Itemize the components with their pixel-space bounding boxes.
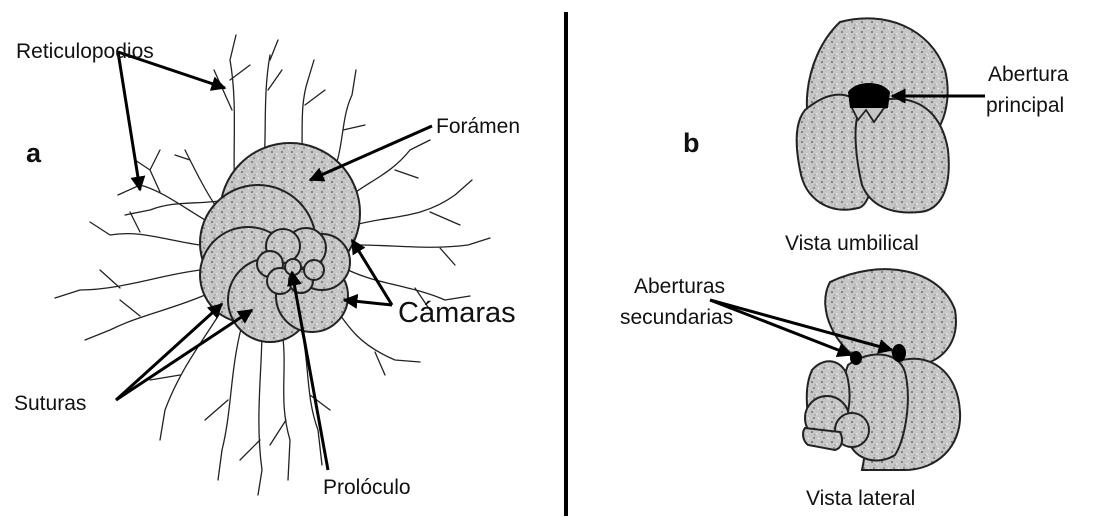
arrow-camaras-2 bbox=[344, 300, 392, 305]
shell-test bbox=[200, 143, 360, 342]
arrow-reticulopodios-2 bbox=[118, 52, 140, 190]
label-vista-lateral: Vista lateral bbox=[806, 487, 915, 510]
panel-b: b Abertura principal Vista umbilical Ab bbox=[620, 18, 1069, 510]
chamber bbox=[304, 260, 324, 280]
panel-a: a Reticulopodios Forámen Cámaras Suturas… bbox=[14, 35, 520, 499]
label-aberturas-line2: secundarias bbox=[620, 306, 733, 329]
label-foramen: Forámen bbox=[436, 115, 520, 138]
umbilical-view bbox=[797, 18, 949, 212]
arrow-foramen bbox=[310, 126, 432, 180]
panel-b-letter: b bbox=[683, 128, 700, 158]
arrow-suturas-1 bbox=[116, 304, 222, 400]
label-suturas: Suturas bbox=[14, 392, 86, 415]
chamber bbox=[803, 428, 842, 450]
label-vista-umbilical: Vista umbilical bbox=[785, 232, 919, 255]
label-proloculo: Prolóculo bbox=[323, 476, 411, 499]
secondary-aperture bbox=[892, 344, 906, 362]
label-abertura-line2: principal bbox=[986, 94, 1064, 117]
arrow-camaras-1 bbox=[352, 240, 392, 305]
primary-aperture bbox=[848, 83, 890, 112]
secondary-aperture bbox=[850, 351, 862, 365]
label-camaras: Cámaras bbox=[398, 297, 516, 329]
label-aberturas-line1: Aberturas bbox=[634, 275, 725, 298]
lateral-view bbox=[803, 269, 960, 470]
label-reticulopodios: Reticulopodios bbox=[16, 40, 154, 63]
panel-a-letter: a bbox=[26, 138, 42, 168]
label-abertura-line1: Abertura bbox=[988, 63, 1069, 86]
